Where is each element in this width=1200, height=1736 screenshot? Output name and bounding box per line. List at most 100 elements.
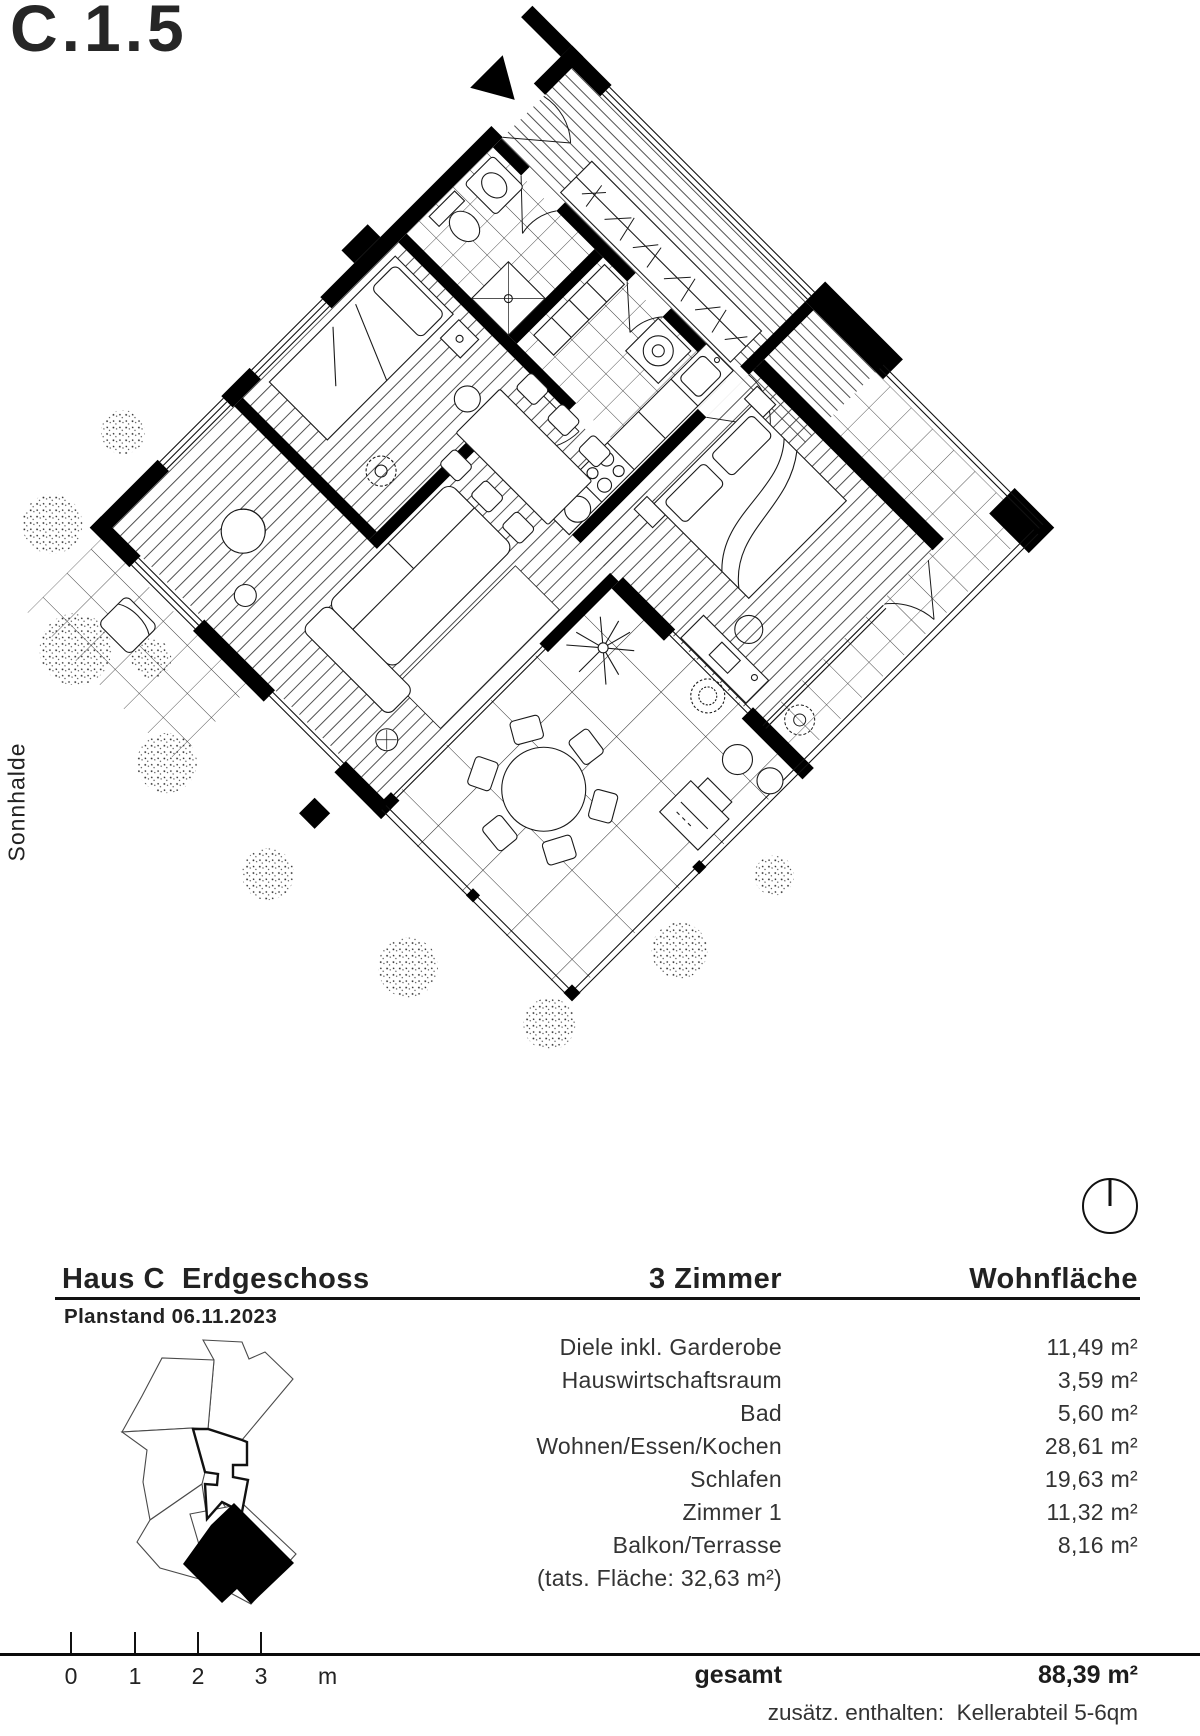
floor-hwr: [516, 257, 698, 439]
page-title: C.1.5: [10, 0, 188, 65]
room-label: Schlafen: [690, 1466, 782, 1492]
header-divider: [55, 1297, 1140, 1300]
table-row: Balkon/Terrasse 8,16 m²: [0, 1529, 1138, 1562]
palm-plant: [566, 616, 635, 685]
room-label: (tats. Fläche: 32,63 m²): [537, 1565, 782, 1591]
room-area: 11,32 m²: [1046, 1499, 1138, 1525]
total-value: 88,39 m²: [1037, 1661, 1138, 1689]
sofa-group: [220, 485, 560, 752]
glass-door-terrasse: [393, 646, 546, 799]
scale-tick-label: 1: [128, 1663, 142, 1689]
balcony-plant: [784, 704, 816, 736]
table-row: Wohnen/Essen/Kochen 28,61 m²: [0, 1430, 1138, 1463]
entrance-door: [502, 95, 572, 144]
total-label: gesamt: [694, 1661, 782, 1689]
room-label: Zimmer 1: [682, 1499, 782, 1525]
railing-posts: [299, 797, 707, 1002]
scale-tick: [70, 1632, 72, 1653]
pillow: [373, 266, 443, 337]
sofa-chaise: [304, 606, 411, 713]
windows-and-railings: [131, 86, 1044, 1001]
scale-tick: [134, 1632, 136, 1653]
site-locator-plan: [120, 1339, 297, 1605]
unit-location-marker: [183, 1503, 294, 1604]
scale-tick: [197, 1632, 199, 1653]
room-label: Diele inkl. Garderobe: [559, 1334, 782, 1360]
terrace-furniture: [467, 616, 784, 866]
room-label: Bad: [740, 1400, 782, 1426]
table-row: Diele inkl. Garderobe 11,49 m²: [0, 1331, 1138, 1364]
vegetation-stipple: [22, 410, 795, 1051]
floor-plan-drawing: [22, 5, 1055, 1051]
room-floors: [27, 68, 1032, 999]
kitchen-counter: [541, 342, 734, 536]
desk-chair: [734, 614, 764, 644]
floor-balkon-2: [760, 538, 983, 761]
room-area: 3,59 m²: [1057, 1367, 1138, 1393]
side-table: [233, 583, 257, 608]
window-hall: [602, 86, 815, 300]
table-row: Hauswirtschaftsraum 3,59 m²: [0, 1364, 1138, 1397]
hwr-door: [626, 281, 663, 333]
scale-tick-label: 2: [191, 1663, 205, 1689]
room-area: 11,49 m²: [1046, 1334, 1138, 1360]
glass-door-wing: [669, 631, 752, 714]
scale-tick-label: 0: [64, 1663, 78, 1689]
table-row: (tats. Fläche: 32,63 m²): [0, 1562, 1138, 1595]
interior-walls: [234, 138, 944, 819]
stool-1: [721, 744, 754, 776]
wardrobe: [559, 160, 763, 363]
wc-tank: [428, 190, 466, 228]
additional-note: zusätz. enthalten: Kellerabteil 5-6qm: [767, 1700, 1138, 1725]
wc: [448, 210, 481, 243]
dining-set: [440, 373, 611, 544]
round-table: [501, 746, 587, 832]
window-wohnen: [159, 397, 231, 470]
washing-machine: [624, 317, 692, 385]
exterior-walls: [89, 5, 1055, 819]
dining-table: [456, 389, 592, 525]
floor-balkon-1: [826, 372, 1032, 578]
double-bed: [653, 405, 848, 600]
room-label: Hauswirtschaftsraum: [561, 1367, 782, 1393]
plan-date: Planstand 06.11.2023: [64, 1305, 278, 1328]
patio-chair: [100, 597, 156, 653]
stool-2: [756, 767, 784, 795]
room-area-table: Diele inkl. Garderobe 11,49 m² Hauswirtsc…: [0, 1331, 1138, 1595]
table-row: Zimmer 1 11,32 m²: [0, 1496, 1138, 1529]
room-area: 28,61 m²: [1044, 1433, 1138, 1459]
utility-fixtures: [533, 263, 692, 385]
pillow-1: [712, 416, 772, 476]
entrance-triangle-icon: [470, 55, 515, 100]
flower-bush: [690, 678, 726, 714]
house-floor-title: Haus C Erdgeschoss: [62, 1263, 370, 1295]
north-indicator-icon: [1082, 1178, 1138, 1234]
room-area: 8,16 m²: [1057, 1532, 1138, 1558]
haus-c-outline: [191, 1427, 250, 1522]
pillow-2: [665, 464, 724, 522]
scale-bar-line: [0, 1653, 1200, 1656]
zimmer1-furniture: [268, 255, 480, 487]
window-sw: [131, 557, 203, 630]
glass-wall-balkon: [762, 605, 887, 729]
room-label: Wohnen/Essen/Kochen: [536, 1433, 782, 1459]
rug: [396, 565, 560, 730]
total-row: gesamt 88,39 m²: [0, 1661, 1138, 1690]
railing-terrasse-sw: [381, 805, 573, 1001]
railing-balkon-ne: [879, 364, 1044, 529]
room-label: Balkon/Terrasse: [612, 1532, 782, 1558]
scale-unit-label: m: [318, 1663, 338, 1689]
area-column-header: Wohnfläche: [969, 1263, 1138, 1295]
room-area: [782, 1562, 1138, 1595]
glass-door-patio: [268, 691, 344, 768]
scale-tick: [260, 1632, 262, 1653]
window-zimmer1: [251, 298, 330, 378]
bathroom-fixtures: [428, 156, 546, 337]
scale-tick-label: 3: [254, 1663, 268, 1689]
kitchen-sink: [680, 355, 722, 397]
room-area: 19,63 m²: [1044, 1466, 1138, 1492]
balkon-door: [884, 560, 935, 620]
schlafen-furniture: [633, 385, 848, 704]
